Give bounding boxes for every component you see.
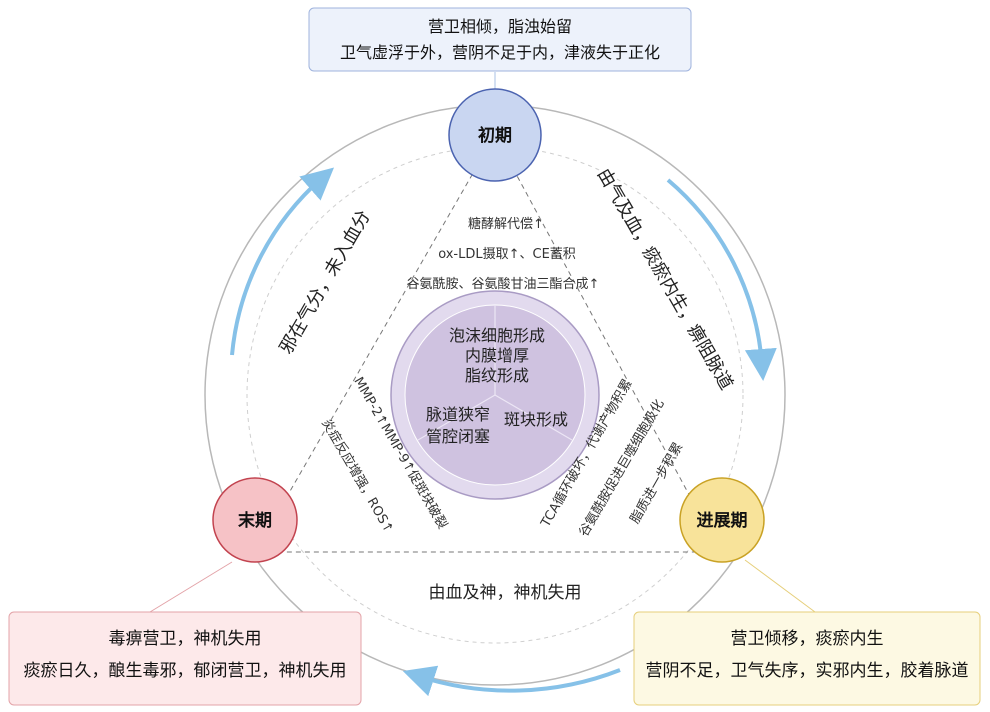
top-mechanism-2: ox-LDL摄取↑、CE蓄积: [438, 247, 576, 262]
stage-progress-circle: [679, 477, 765, 563]
stage-late-circle: [212, 477, 298, 563]
center-label-intima: 内膜增厚: [465, 346, 529, 365]
connector-right: [744, 559, 816, 613]
stage-early-circle: [448, 88, 542, 182]
cycle-arrow-right: [666, 178, 777, 381]
center-label-occlusion: 管腔闭塞: [426, 427, 490, 446]
top-box-frame: [308, 7, 692, 72]
cycle-arrow-bottom: [402, 665, 621, 697]
top-box-line1: 营卫相倾，脂浊始留: [428, 17, 572, 36]
outer-label-bottom: 由血及神，神机失用: [429, 583, 582, 603]
center-label-fatty-streak: 脂纹形成: [465, 366, 529, 385]
left-box: 毒痹营卫，神机失用 痰瘀日久，酿生毒邪，郁闭营卫，神机失用: [8, 611, 362, 706]
stage-progress: 进展期: [679, 477, 765, 563]
left-box-line1: 毒痹营卫，神机失用: [109, 629, 262, 649]
right-box-frame: [633, 611, 981, 706]
right-box-line1: 营卫倾移，痰瘀内生: [731, 629, 884, 649]
right-box-line2: 营阴不足，卫气失序，实邪内生，胶着脉道: [646, 661, 969, 681]
top-box-line2: 卫气虚浮于外，营阴不足于内，津液失于正化: [340, 43, 660, 62]
center-divider-left: [417, 394, 496, 441]
center-divider-right: [494, 394, 573, 441]
stage-progress-label: 进展期: [697, 511, 748, 531]
stage-late: 末期: [212, 477, 298, 563]
right-box: 营卫倾移，痰瘀内生 营阴不足，卫气失序，实邪内生，胶着脉道: [633, 611, 981, 706]
dashed-triangle: [254, 133, 721, 553]
center-label-foam-cells: 泡沫细胞形成: [449, 326, 545, 345]
outer-label-right: 由气及血，痰瘀内生，痹阻脉道: [593, 165, 737, 394]
top-mechanism-1: 糖酵解代偿↑: [468, 216, 544, 232]
left-box-line2: 痰瘀日久，酿生毒邪，郁闭营卫，神机失用: [24, 661, 347, 681]
stage-late-label: 末期: [238, 510, 272, 531]
center-label-plaque: 斑块形成: [504, 410, 568, 429]
connector-left: [149, 561, 233, 613]
center-label-narrowing: 脉道狭窄: [426, 405, 490, 424]
stage-early-label: 初期: [478, 125, 512, 146]
top-mechanism-3: 谷氨酰胺、谷氨酸甘油三酯合成↑: [407, 277, 600, 292]
left-box-frame: [8, 611, 362, 706]
stage-early: 初期: [448, 88, 542, 182]
top-box: 营卫相倾，脂浊始留 卫气虚浮于外，营阴不足于内，津液失于正化: [308, 7, 692, 72]
outer-label-left: 邪在气分，未入血分: [276, 207, 375, 358]
cycle-arrow-left: [230, 167, 335, 356]
